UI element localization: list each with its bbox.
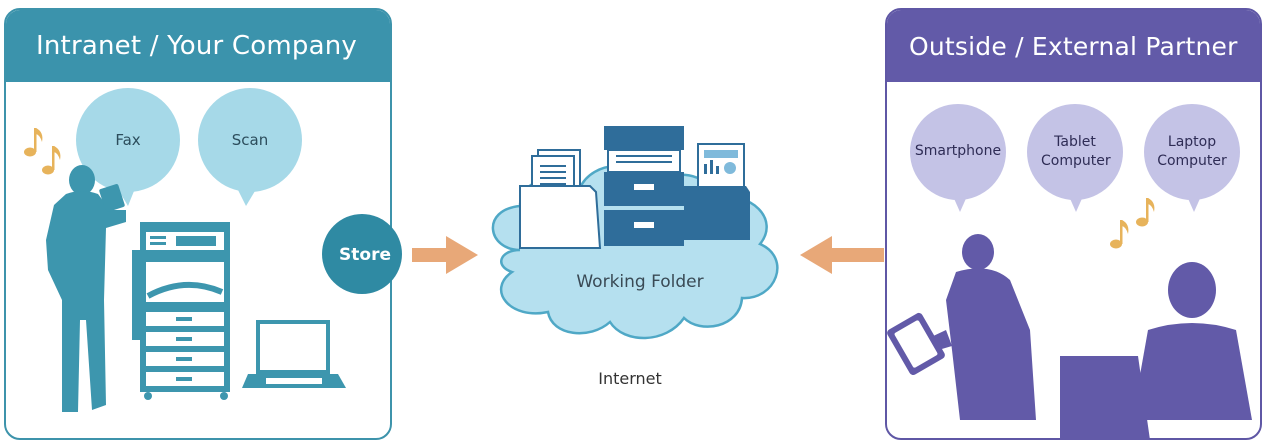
smartphone-bubble <box>910 104 1006 212</box>
internet-label: Internet <box>598 369 662 388</box>
person-silhouette-icon <box>46 165 126 412</box>
person-with-tablet-icon <box>912 234 1036 420</box>
store-circle <box>322 214 402 294</box>
scan-bubble-label: Scan <box>231 131 269 149</box>
tablet-computer-bubble <box>1027 104 1123 212</box>
laptop-icon <box>242 320 346 388</box>
laptop-icon <box>1060 356 1150 440</box>
tablet-computer-bubble-label: Tablet Computer <box>1041 134 1111 169</box>
smartphone-bubble-label: Smartphone <box>914 143 1002 159</box>
fax-bubble-label: Fax <box>115 131 141 149</box>
external-partner-panel-title: Outside / External Partner <box>887 10 1260 82</box>
intranet-panel-title: Intranet / Your Company <box>6 10 390 82</box>
file-cabinet-icon <box>519 126 750 249</box>
arrow-to-cloud <box>412 236 478 274</box>
arrow-from-partner <box>800 236 884 274</box>
laptop-computer-bubble-label: Laptop Computer <box>1157 134 1227 169</box>
laptop-computer-bubble <box>1144 104 1240 212</box>
music-note-icon <box>24 128 61 175</box>
music-note-icon <box>1110 198 1155 249</box>
person-with-laptop-icon <box>1132 262 1252 420</box>
fax-bubble <box>76 88 180 206</box>
store-label: Store <box>339 245 391 265</box>
printer-icon <box>132 222 230 400</box>
tablet-icon <box>887 312 945 376</box>
scan-bubble <box>198 88 302 206</box>
working-folder-label: Working Folder <box>576 272 704 292</box>
